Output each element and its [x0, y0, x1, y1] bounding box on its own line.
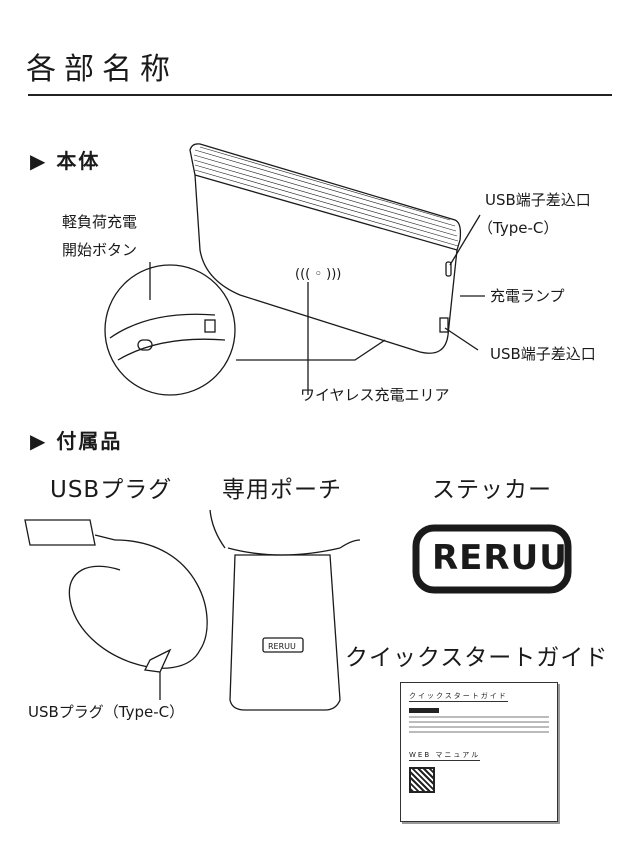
section-heading: 本体: [56, 149, 101, 173]
page-title: 各部名称: [26, 52, 178, 87]
label-wireless: ワイヤレス充電エリア: [300, 386, 450, 404]
pouch-illustration: RERUU: [209, 509, 361, 711]
qr-code-icon: [409, 767, 435, 793]
section-accessories: ▶ 付属品: [30, 425, 122, 454]
title-divider: [28, 94, 612, 96]
sheet-web-manual: WEB マニュアル: [409, 751, 481, 761]
label-pouch: 専用ポーチ: [222, 477, 342, 503]
label-usb-plug: USBプラグ: [50, 477, 173, 503]
label-guide: クイックスタートガイド: [345, 645, 609, 671]
power-bank-illustration: ((( ◦ ))): [104, 143, 485, 396]
sheet-title: クイックスタートガイド: [409, 692, 508, 702]
label-usbc-2: （Type-C）: [478, 219, 559, 237]
label-usbc-1: USB端子差込口: [485, 191, 591, 209]
section-heading: 付属品: [56, 429, 123, 453]
quick-start-sheet: クイックスタートガイド WEB マニュアル: [400, 682, 558, 822]
svg-text:((( ◦ ))): ((( ◦ ))): [295, 267, 341, 282]
label-button-1: 軽負荷充電: [62, 213, 138, 231]
sticker-logo: RERUU: [432, 538, 568, 578]
svg-text:RERUU: RERUU: [268, 642, 296, 651]
usb-cable-illustration: [24, 519, 208, 700]
label-usb: USB端子差込口: [490, 345, 596, 363]
section-main-unit: ▶ 本体: [30, 145, 100, 174]
label-button-2: 開始ボタン: [62, 241, 138, 259]
label-usb-typec: USBプラグ（Type-C）: [28, 703, 185, 721]
label-lamp: 充電ランプ: [490, 287, 565, 305]
sticker-illustration: [412, 524, 572, 594]
triangle-icon: ▶: [30, 149, 57, 173]
triangle-icon: ▶: [30, 429, 57, 453]
label-sticker: ステッカー: [432, 477, 552, 503]
